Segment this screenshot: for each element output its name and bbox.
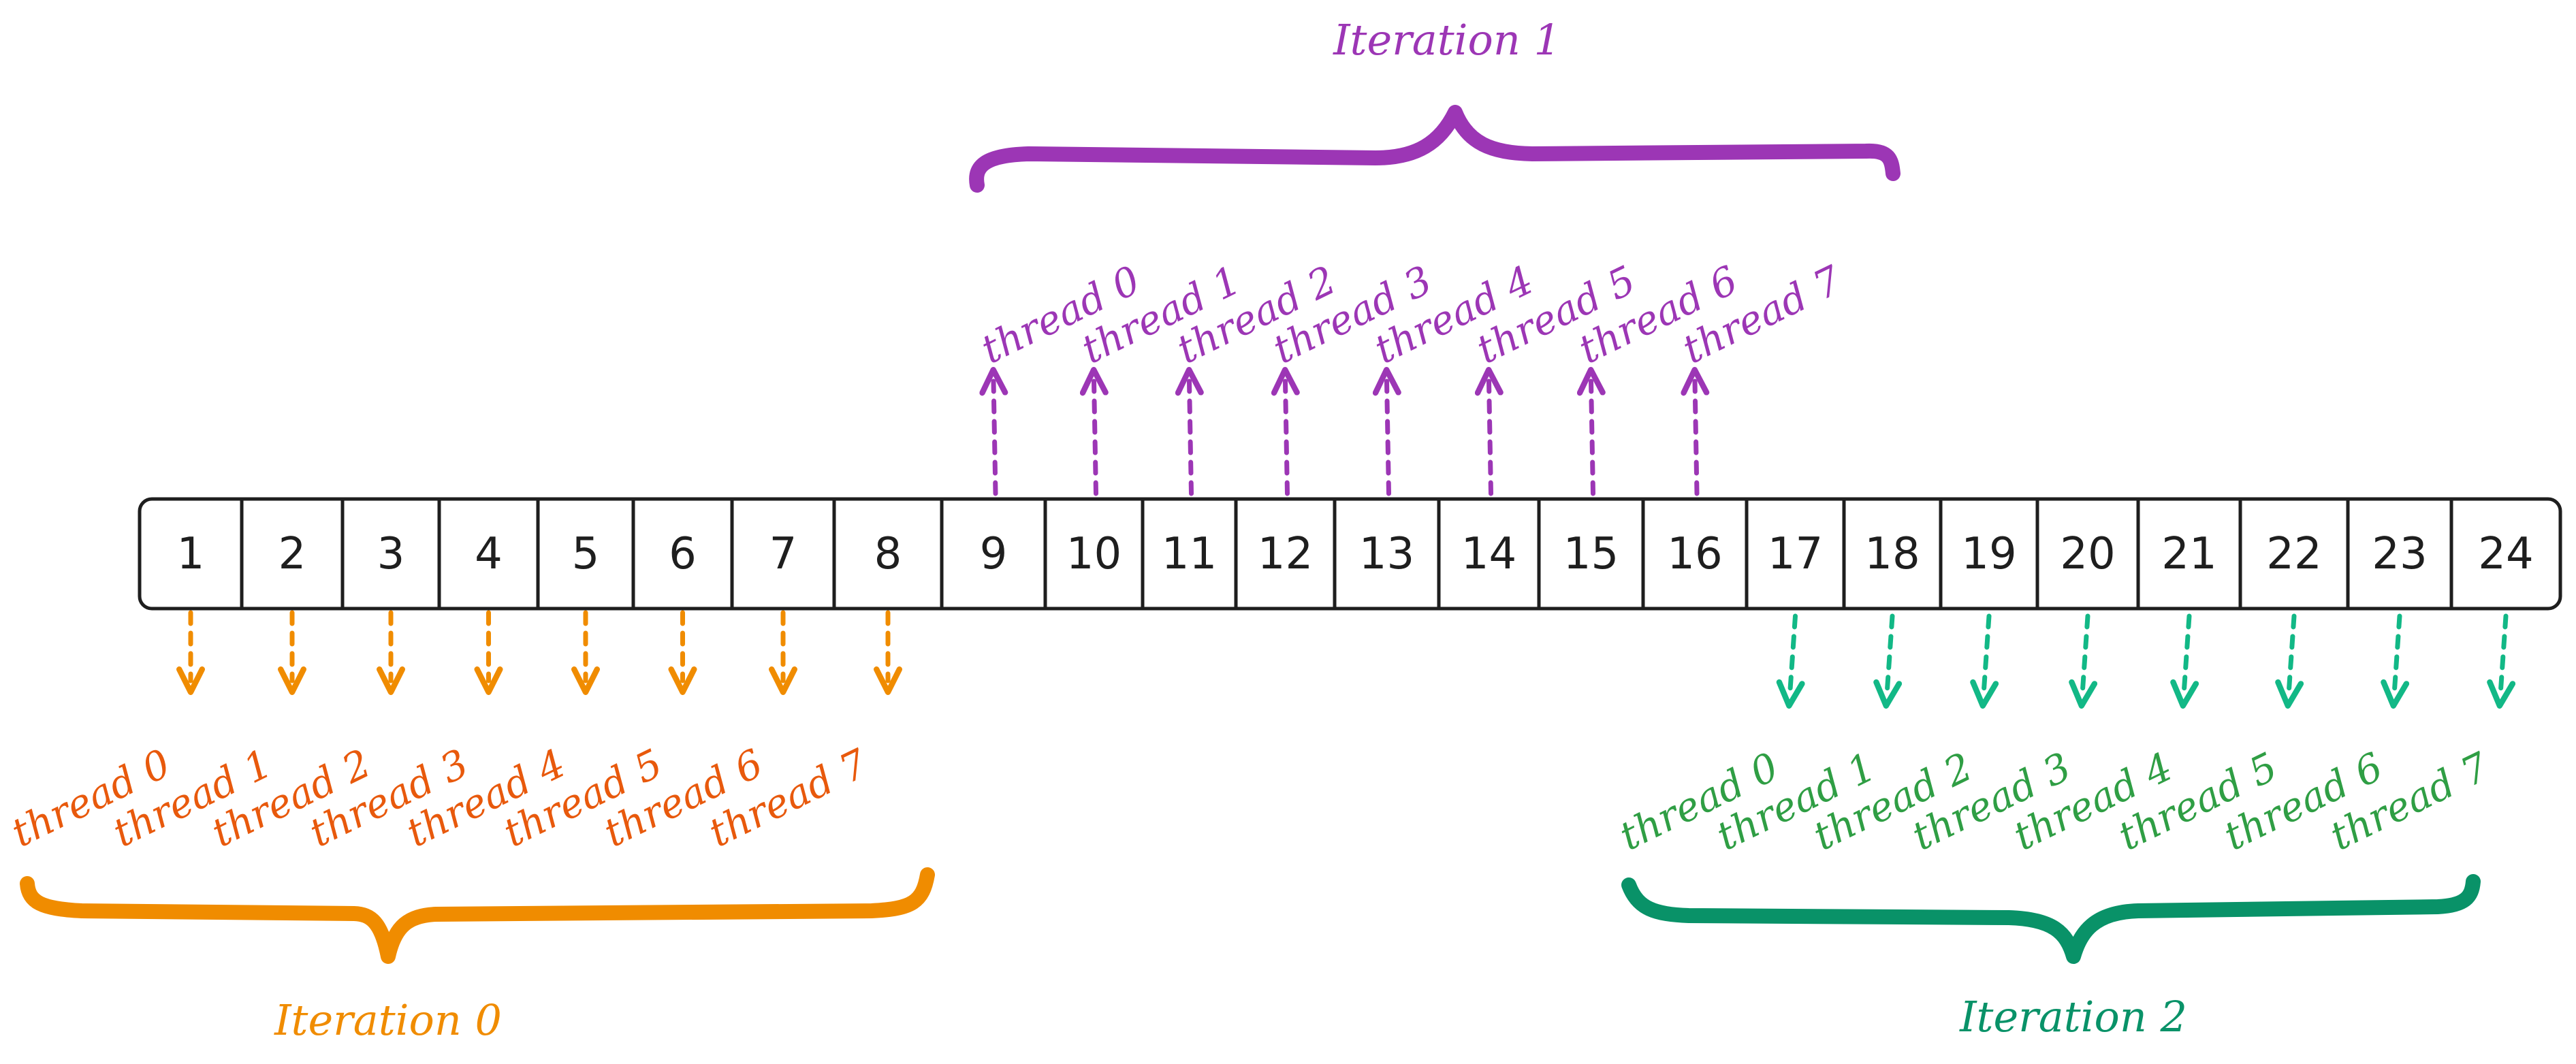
thread-arrows xyxy=(176,367,2516,709)
array-outline xyxy=(138,497,2562,611)
array-cell-19: 19 xyxy=(1961,529,2016,579)
iteration-0-brace xyxy=(20,867,935,964)
iteration-1-arrow-7 xyxy=(1681,367,1710,496)
array-cell-14: 14 xyxy=(1461,529,1516,579)
iteration-1-arrow-5 xyxy=(1474,367,1504,496)
iteration-1-brace xyxy=(969,105,1901,193)
iteration-2-arrow-2 xyxy=(1970,613,1999,709)
array-cell-12: 12 xyxy=(1258,529,1313,579)
iteration-1-arrow-2 xyxy=(1175,367,1204,496)
iteration-2-arrow-3 xyxy=(2069,613,2098,709)
array-cell-9: 9 xyxy=(980,529,1008,579)
iteration-1-arrow-1 xyxy=(1079,367,1109,496)
array-cell-18: 18 xyxy=(1864,529,1920,579)
iteration-1-arrow-4 xyxy=(1372,367,1401,496)
array-cell-15: 15 xyxy=(1563,529,1619,579)
array-cell-21: 21 xyxy=(2161,529,2216,579)
array-cell-7: 7 xyxy=(769,529,797,579)
iteration-2-arrow-7 xyxy=(2487,613,2516,709)
iteration-2-arrow-0 xyxy=(1776,613,1805,709)
array-cell-16: 16 xyxy=(1667,529,1722,579)
array-cell-23: 23 xyxy=(2372,529,2427,579)
iteration-0-title: Iteration 0 xyxy=(274,995,502,1045)
iteration-2-brace xyxy=(1621,874,2481,964)
array-cell-10: 10 xyxy=(1066,529,1122,579)
iteration-1-arrow-6 xyxy=(1576,367,1606,496)
array-cell-5: 5 xyxy=(572,529,600,579)
array-cell-13: 13 xyxy=(1359,529,1414,579)
iteration-2-arrow-5 xyxy=(2275,613,2304,709)
array-cell-24: 24 xyxy=(2478,529,2533,579)
iteration-1-arrow-3 xyxy=(1271,367,1300,496)
iteration-2-title: Iteration 2 xyxy=(1959,992,2187,1042)
array-cell-6: 6 xyxy=(669,529,697,579)
array-cell-22: 22 xyxy=(2266,529,2321,579)
array-cell-4: 4 xyxy=(475,529,503,579)
iteration-2-arrow-1 xyxy=(1873,613,1903,709)
array-cell-17: 17 xyxy=(1768,529,1823,579)
iteration-1-title: Iteration 1 xyxy=(1333,15,1561,65)
array-cell-2: 2 xyxy=(279,529,306,579)
iteration-2-arrow-6 xyxy=(2381,613,2410,709)
array-cell-8: 8 xyxy=(874,529,902,579)
iteration-1-arrow-0 xyxy=(979,367,1008,496)
iteration-2-arrow-4 xyxy=(2170,613,2199,709)
array-cell-3: 3 xyxy=(377,529,405,579)
array-cell-20: 20 xyxy=(2060,529,2115,579)
array-cell-1: 1 xyxy=(177,529,205,579)
array-cell-11: 11 xyxy=(1162,529,1217,579)
